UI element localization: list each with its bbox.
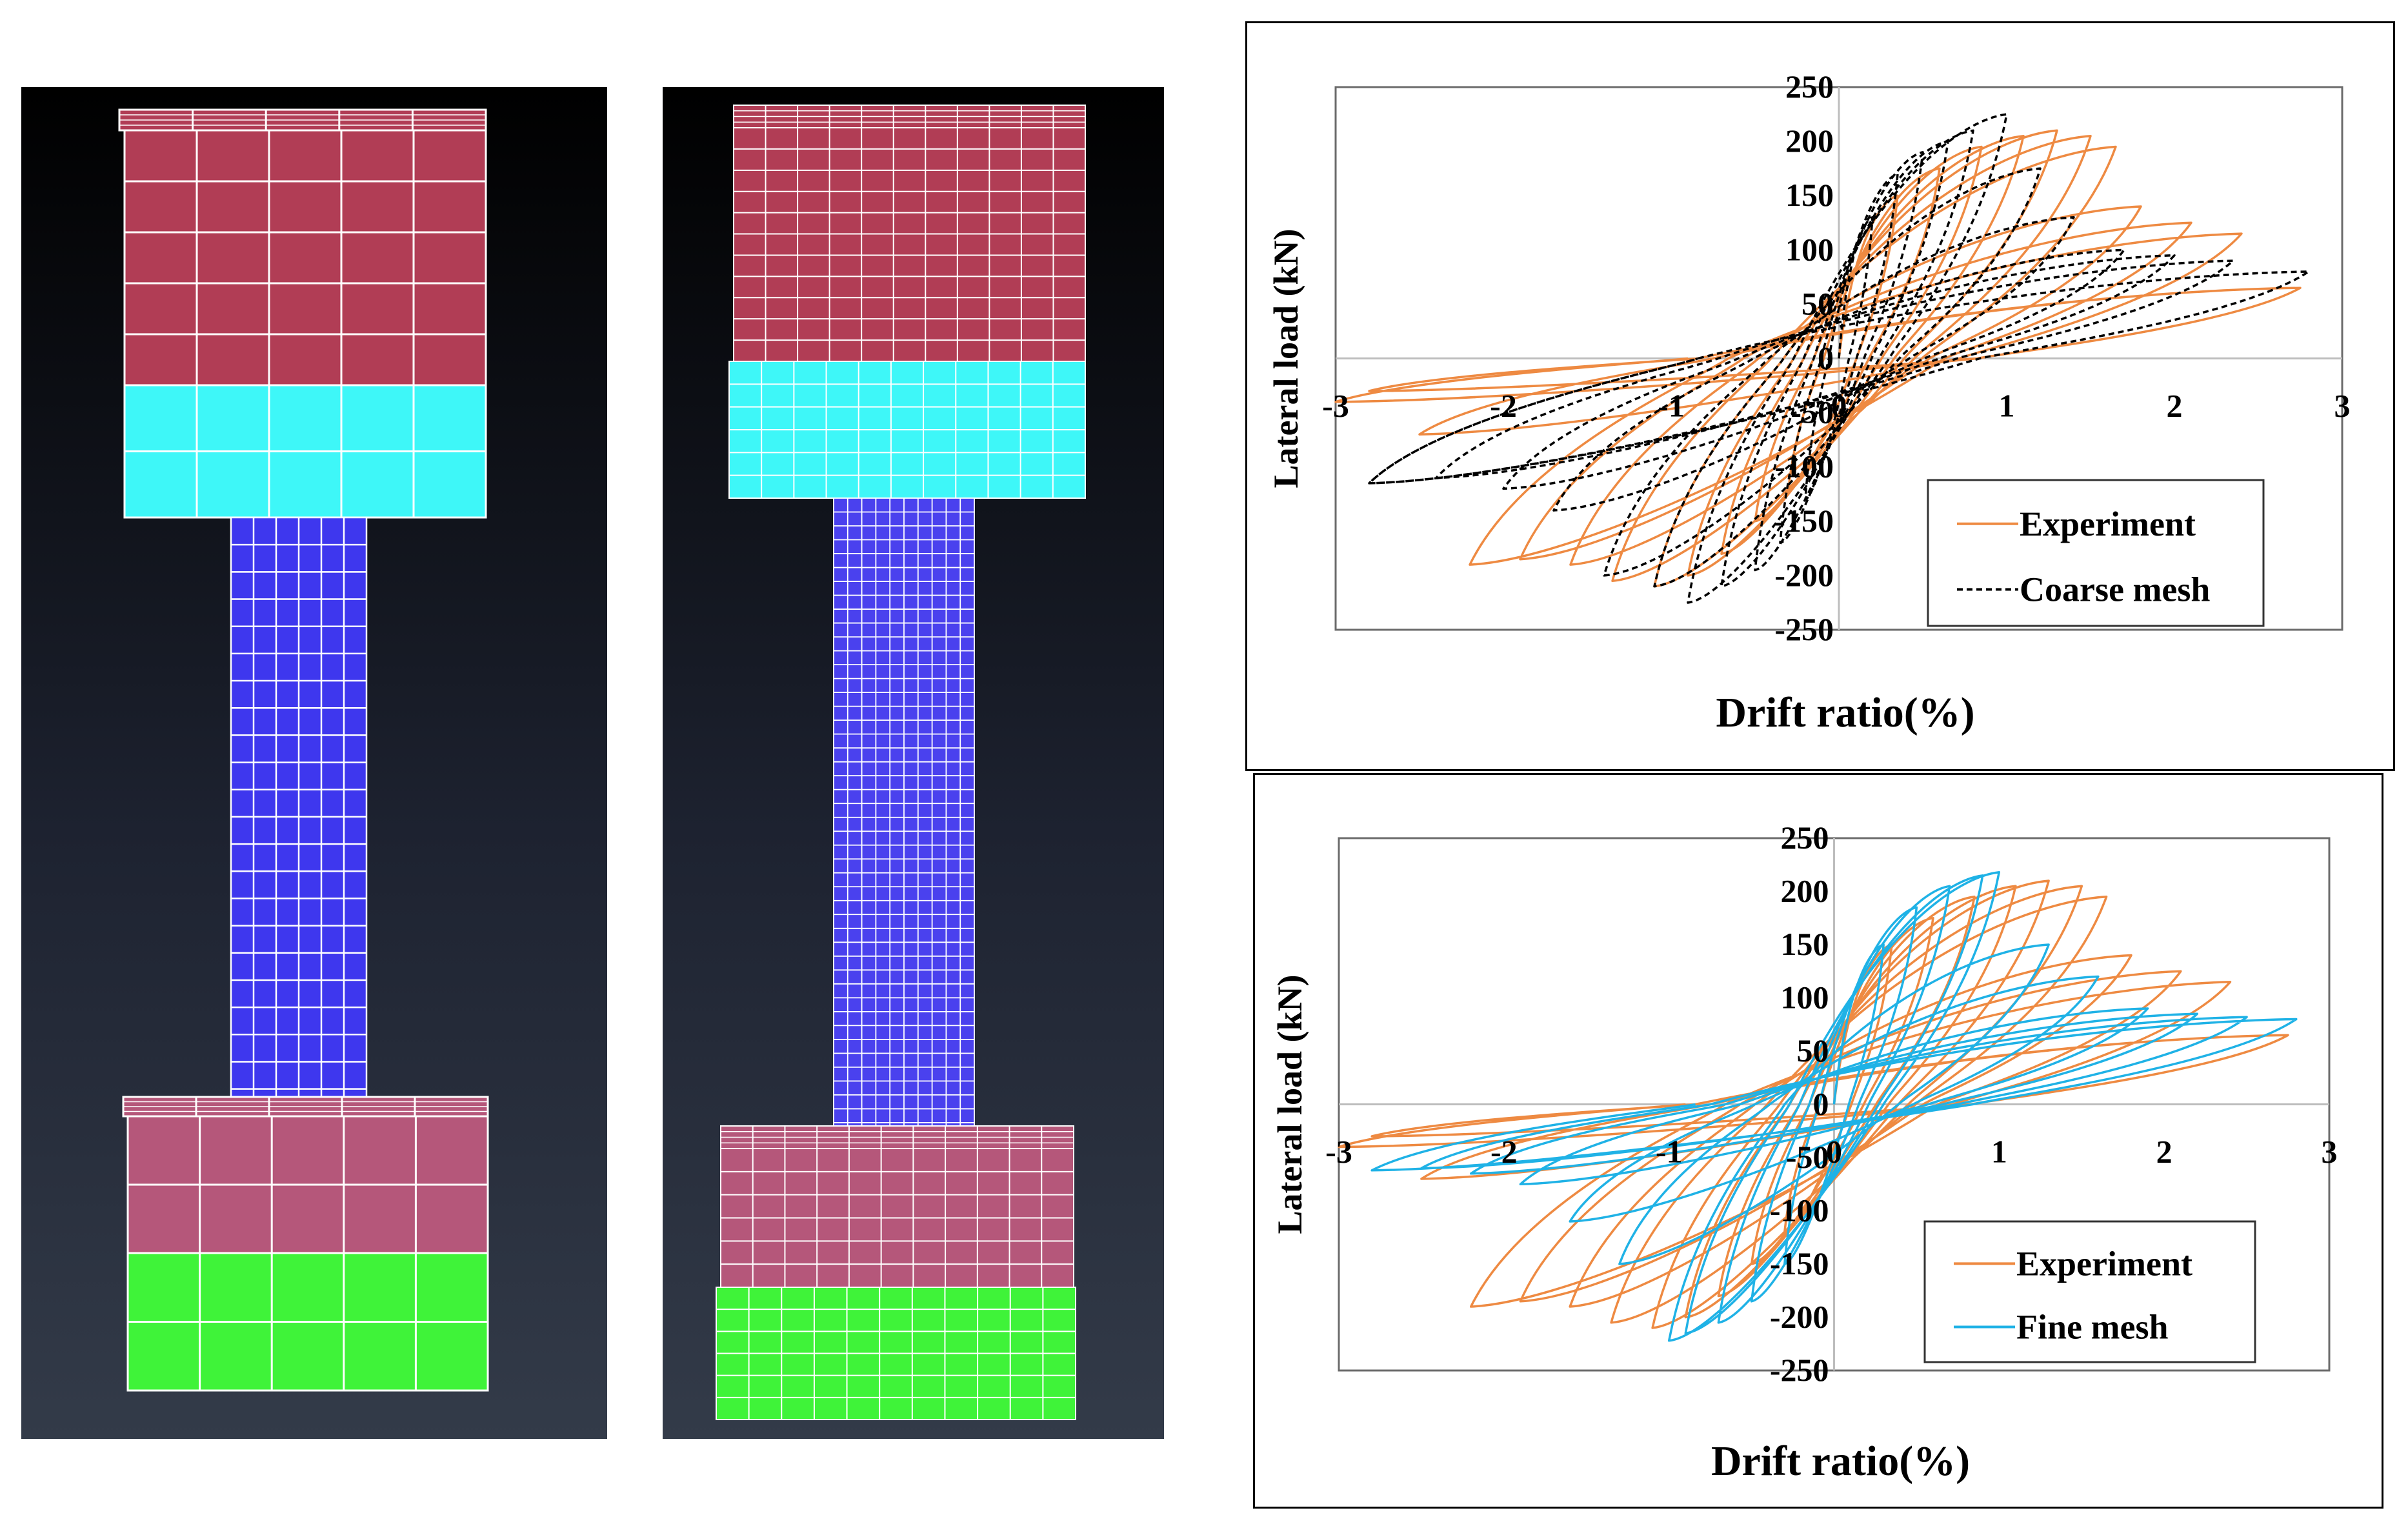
y-tick-label: 0 <box>1818 340 1834 376</box>
x-axis-label: Drift ratio(%) <box>1711 1438 1970 1485</box>
y-tick-label: -200 <box>1770 1299 1829 1335</box>
y-tick-label: 50 <box>1797 1032 1829 1069</box>
coarse-base-upper <box>126 1115 489 1254</box>
y-tick-label: -200 <box>1774 557 1834 593</box>
y-tick-label: 100 <box>1781 979 1829 1016</box>
y-tick-label: -250 <box>1770 1352 1829 1388</box>
legend-label: Fine mesh <box>2016 1308 2169 1347</box>
coarse-top-block-face <box>118 108 487 132</box>
y-tick-label: 100 <box>1785 231 1834 267</box>
coarse-mesh-drawing <box>118 108 489 1392</box>
fine-base-face <box>720 1125 1074 1149</box>
coarse-mesh-model <box>21 87 607 1439</box>
fine-top-block <box>733 127 1086 362</box>
y-tick-label: -100 <box>1774 448 1834 485</box>
y-tick-label: 150 <box>1785 177 1834 213</box>
x-axis-label: Drift ratio(%) <box>1716 689 1974 736</box>
chart-fine-mesh-plot: 250200150100500-50-100-150-200-250-3-2-1… <box>1270 819 2338 1485</box>
series-line-1 <box>1338 879 2289 1329</box>
x-tick-label: -3 <box>1325 1134 1352 1170</box>
legend-label: Experiment <box>2016 1244 2192 1283</box>
y-tick-label: 150 <box>1781 926 1829 962</box>
y-tick-label: -100 <box>1770 1192 1829 1229</box>
series-line-1 <box>1334 129 2302 588</box>
x-tick-label: -1 <box>1656 1134 1683 1170</box>
y-axis-label: Lateral load (kN) <box>1270 975 1309 1234</box>
coarse-column <box>230 516 368 1145</box>
fine-mesh-drawing <box>716 105 1086 1420</box>
fine-base-upper <box>720 1148 1074 1288</box>
coarse-top-block <box>123 129 487 387</box>
fine-top-band <box>728 361 1086 499</box>
coarse-base-lower <box>126 1252 489 1392</box>
x-tick-label: -3 <box>1322 388 1349 424</box>
y-tick-label: -150 <box>1770 1245 1829 1281</box>
x-tick-label: 3 <box>2322 1134 2338 1170</box>
y-tick-label: -50 <box>1791 394 1834 430</box>
y-tick-label: 0 <box>1813 1086 1829 1122</box>
y-tick-label: 200 <box>1785 123 1834 159</box>
x-tick-label: -1 <box>1658 388 1685 424</box>
x-tick-label: 1 <box>1999 388 2015 424</box>
x-tick-label: -2 <box>1490 1134 1518 1170</box>
x-tick-label: 2 <box>2167 388 2183 424</box>
y-tick-label: -150 <box>1774 503 1834 539</box>
x-tick-label: -2 <box>1490 388 1517 424</box>
x-tick-label: 1 <box>1991 1134 2007 1170</box>
series-line-2 <box>1370 871 2298 1342</box>
x-tick-label: 0 <box>1826 1134 1842 1170</box>
y-tick-label: -250 <box>1774 611 1834 647</box>
fine-mesh-model <box>663 87 1164 1439</box>
chart-coarse-mesh-plot: 250200150100500-50-100-150-200-250-3-2-1… <box>1267 68 2351 736</box>
y-axis-label: Lateral load (kN) <box>1267 229 1305 488</box>
fine-column <box>833 497 975 1234</box>
legend-label: Coarse mesh <box>2020 570 2210 609</box>
legend-label: Experiment <box>2020 505 2196 543</box>
y-tick-label: 250 <box>1785 68 1834 105</box>
fine-base-lower <box>716 1287 1076 1420</box>
y-tick-label: 200 <box>1781 873 1829 909</box>
fine-top-block-face <box>733 105 1086 128</box>
coarse-base-face <box>122 1096 489 1118</box>
y-tick-label: 250 <box>1781 819 1829 856</box>
coarse-top-band <box>123 384 487 519</box>
y-tick-label: -50 <box>1786 1139 1829 1175</box>
x-tick-label: 0 <box>1831 388 1847 424</box>
x-tick-label: 2 <box>2156 1134 2172 1170</box>
x-tick-label: 3 <box>2334 388 2351 424</box>
y-tick-label: 50 <box>1801 285 1834 321</box>
series-line-2 <box>1368 113 2310 604</box>
